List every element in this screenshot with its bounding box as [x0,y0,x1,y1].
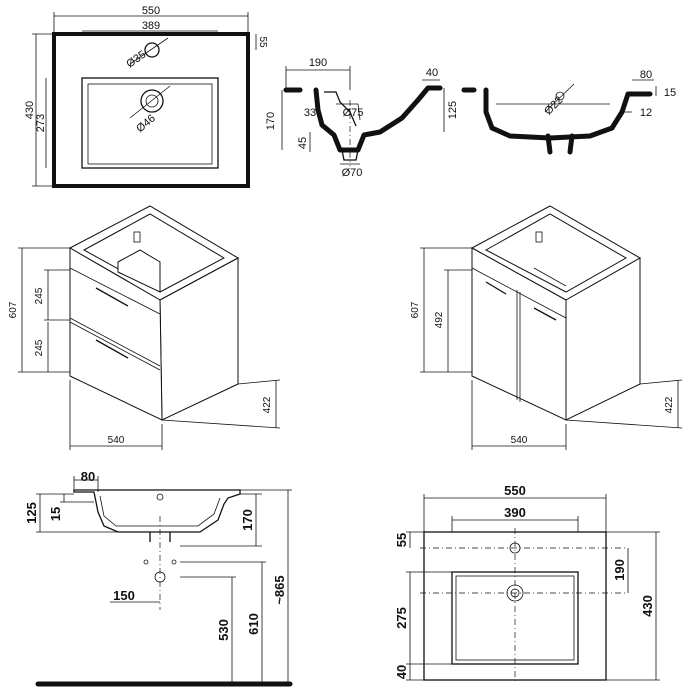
installation-plan-view: 550 390 55 275 40 190 430 [394,483,660,684]
dim-plan-tap-offset: 55 [394,533,409,547]
dim-cabinet-height: 607 [8,301,19,318]
dim-plan-to-waste: 190 [612,559,627,581]
dim-trap-gap: 33 [304,107,316,119]
dim-rim-height: 15 [664,87,676,99]
drawer-handle-top [95,287,129,307]
waste-hole-label: Ø46 [134,112,158,135]
dim-rim-width: 80 [640,69,652,81]
dim-tap-offset: 55 [257,36,268,48]
dim-floor-610: 610 [246,613,261,635]
drawer-handle-bottom [95,339,129,359]
dim-cabinet-width-2: 540 [511,435,528,446]
dim-waste-offset: 150 [113,588,135,603]
dim-height: 170 [265,112,277,130]
dim-floor-530: 530 [216,619,231,641]
dim-plan-inner-width: 390 [504,505,526,520]
dim-edge: 12 [640,107,652,119]
dim-plan-depth: 430 [640,595,655,617]
dim-height-125: 125 [24,502,39,524]
dim-floor-865: ~865 [272,575,287,604]
dim-drop: 45 [297,137,309,149]
cabinet-with-doors: 607 492 422 540 [410,205,683,450]
basin-section-b: Ø22 80 15 12 [461,69,676,155]
overflow-hole [555,91,565,101]
dim-cabinet-depth: 422 [262,396,273,413]
dim-drawer-top: 245 [34,287,45,304]
waste-hole [140,89,164,113]
cabinet-with-drawers: 607 245 245 422 540 [8,205,281,450]
dim-drawer-bottom: 245 [34,339,45,356]
dim-pipe: Ø75 [343,107,364,119]
dim-inner-width: 389 [142,20,160,32]
basin-bowl [81,77,219,169]
overflow-hole-label: Ø22 [542,94,565,117]
installation-side-view: 80 125 15 170 150 530 610 ~865 [24,469,293,687]
section-a-profile [313,85,443,153]
basin-outline [52,32,250,188]
basin-section-a: 190 40 170 125 33 Ø75 45 Ø70 [265,57,459,179]
basin-plan-view: 550 389 430 273 Ø35 Ø46 55 [24,5,268,188]
dim-bowl-height: 125 [447,101,459,119]
dim-outlet: Ø70 [342,167,363,179]
dim-door-height: 492 [434,311,445,328]
dim-width: 550 [142,5,160,17]
door-handle-left [485,281,507,295]
dim-depth: 430 [24,101,36,119]
dim-cabinet-depth-2: 422 [664,396,675,413]
dim-plan-front: 40 [394,665,409,679]
basin-bowl-inner [87,83,213,165]
dim-rim-width-install: 80 [81,469,95,484]
dim-bowl-depth: 273 [35,114,47,132]
dim-height-15: 15 [48,507,63,521]
dim-cabinet-height-2: 607 [410,301,421,318]
section-b-profile [483,87,653,141]
dim-plan-width: 550 [504,483,526,498]
dim-cabinet-width: 540 [108,435,125,446]
dim-offset: 190 [309,57,327,69]
dim-plan-bowl-depth: 275 [394,607,409,629]
dim-rim: 40 [426,67,438,79]
dim-basin-height: 170 [240,509,255,531]
tap-hole [144,42,160,58]
door-handle-right [533,307,557,321]
